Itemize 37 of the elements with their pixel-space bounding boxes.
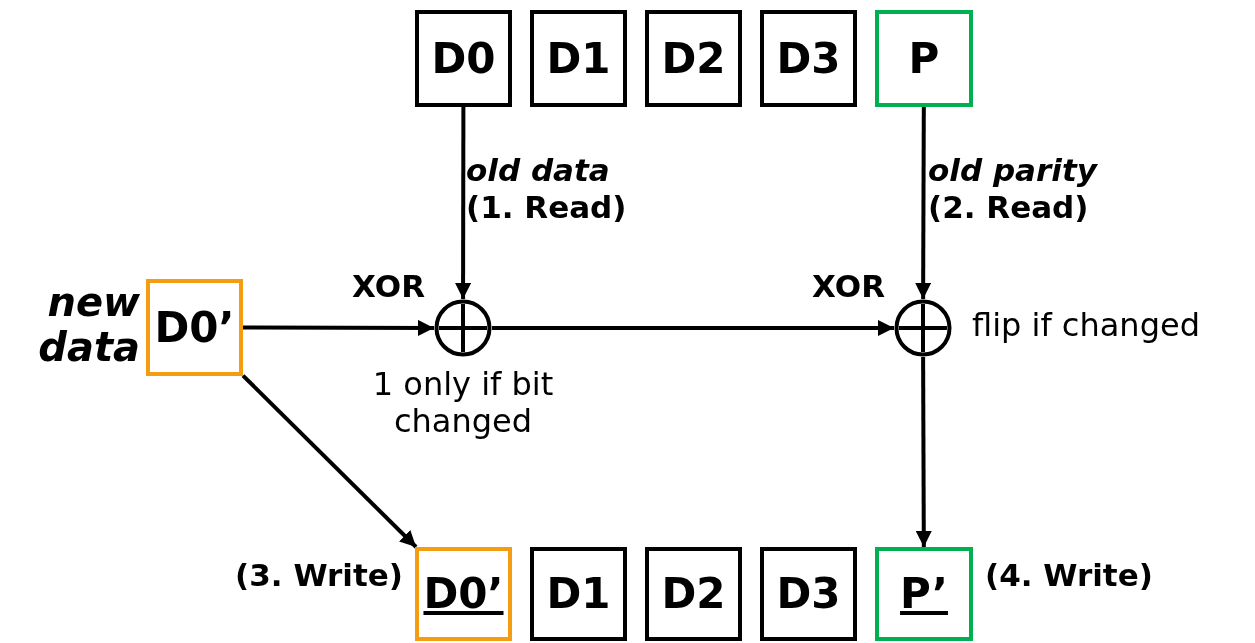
annotation-text: flip if changed	[972, 306, 1200, 345]
block-label: D0’	[423, 573, 504, 615]
annotation-text: (3. Write)	[235, 557, 403, 595]
xor-symbol	[894, 299, 952, 357]
arrow	[241, 374, 418, 549]
annotation-text: XOR	[812, 268, 886, 306]
arrow	[915, 357, 932, 547]
arrow	[455, 107, 472, 299]
data-block	[645, 10, 742, 107]
data-block	[530, 547, 627, 641]
data-block	[415, 547, 512, 641]
data-block	[146, 279, 243, 376]
annotation-text: (4. Write)	[985, 557, 1153, 595]
block-label: P’	[900, 573, 948, 615]
block-label: D3	[776, 37, 841, 80]
data-block	[875, 547, 973, 641]
data-block	[760, 10, 857, 107]
data-block	[530, 10, 627, 107]
data-block	[760, 547, 857, 641]
annotation-text: XOR	[352, 268, 426, 306]
block-label: D0’	[154, 306, 235, 349]
block-label: D2	[661, 573, 726, 615]
annotation-text: new data	[37, 280, 140, 370]
block-label: D3	[776, 573, 841, 615]
block-label: D1	[546, 37, 611, 80]
arrow	[492, 320, 894, 336]
block-label: P	[908, 37, 940, 80]
annotation-text: 1 only if bit changed	[371, 366, 555, 440]
block-label: D2	[661, 37, 726, 80]
data-block	[645, 547, 742, 641]
arrow	[243, 319, 434, 336]
block-label: D0	[431, 37, 496, 80]
arrow	[915, 107, 932, 299]
data-block	[415, 10, 512, 107]
data-block	[875, 10, 973, 107]
xor-symbol	[434, 299, 492, 357]
block-label: D1	[546, 573, 611, 615]
